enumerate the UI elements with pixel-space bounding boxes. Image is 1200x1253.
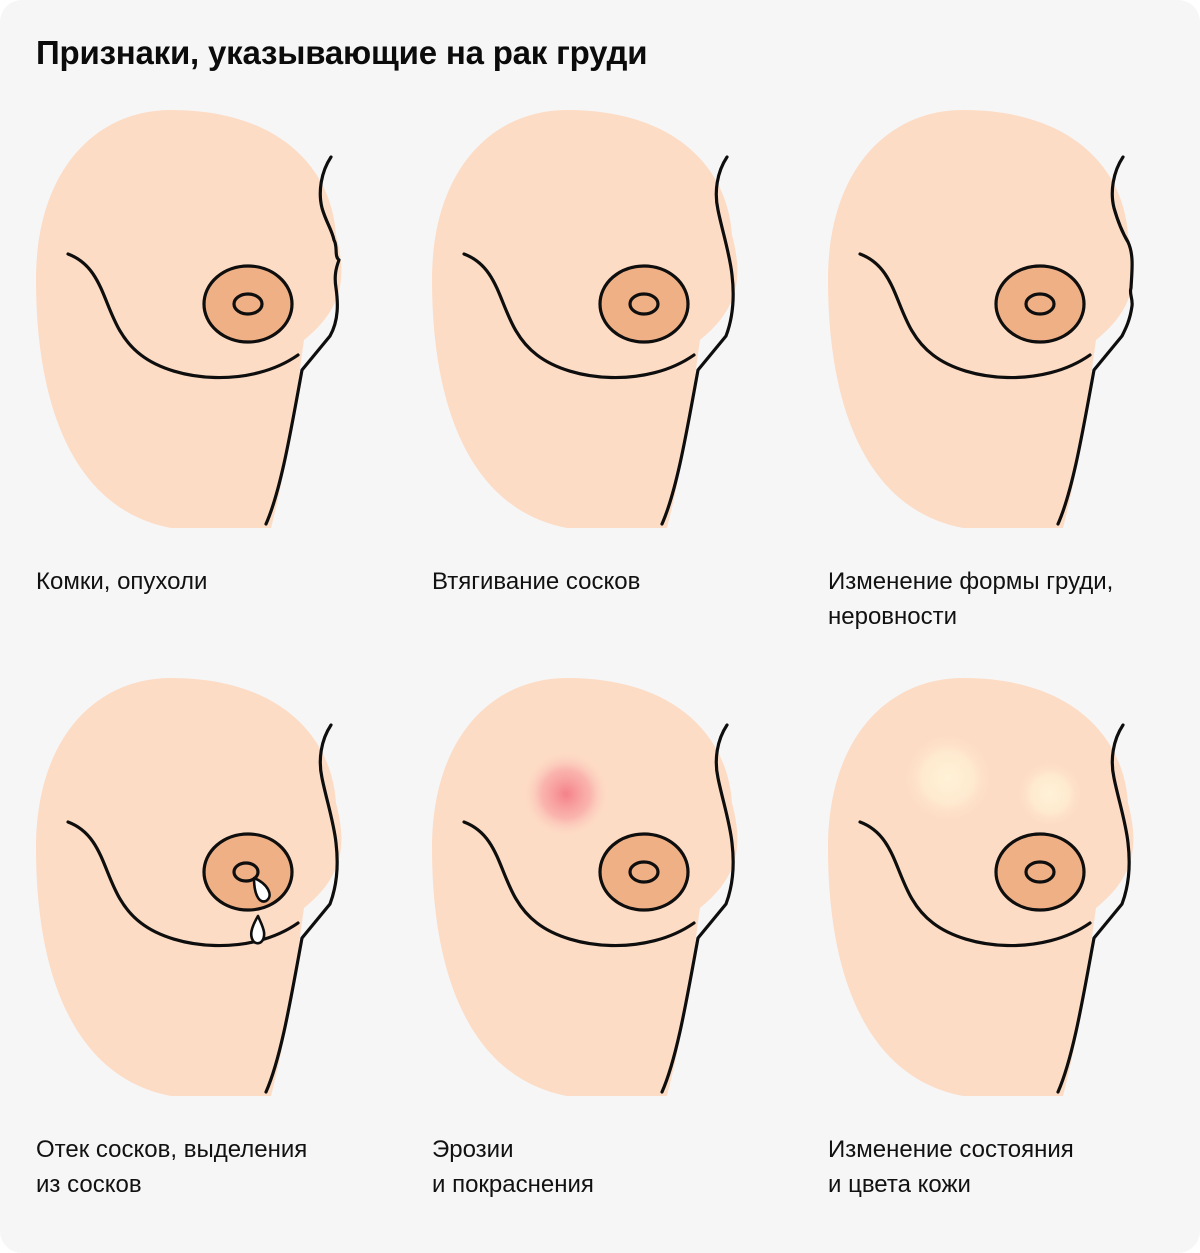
breast-underline bbox=[66, 252, 300, 380]
breast-side-contour bbox=[660, 155, 735, 526]
sign-discharge: Отек сосков, выделения из сосков bbox=[36, 678, 376, 1198]
breast-skin-color-illustration bbox=[828, 678, 1134, 1096]
breast-side-contour bbox=[264, 723, 339, 1094]
nipple bbox=[232, 292, 264, 316]
breast-shape-change-illustration bbox=[828, 110, 1134, 528]
nipple bbox=[628, 860, 660, 884]
nipple bbox=[232, 861, 260, 883]
breast-lumps-illustration bbox=[36, 110, 342, 528]
breast-underline bbox=[858, 820, 1092, 948]
sign-shape-change: Изменение формы груди, неровности bbox=[828, 110, 1168, 630]
breast-underline bbox=[66, 820, 300, 948]
breast-underline bbox=[462, 252, 696, 380]
skin-silhouette bbox=[828, 110, 1134, 528]
pale-patch-large bbox=[902, 732, 994, 824]
sign-retraction: Втягивание сосков bbox=[432, 110, 772, 600]
sign-caption: Втягивание сосков bbox=[432, 568, 641, 595]
breast-redness-illustration bbox=[432, 678, 738, 1096]
page-title: Признаки, указывающие на рак груди bbox=[36, 34, 648, 71]
sign-caption: Комки, опухоли bbox=[36, 568, 208, 595]
nipple bbox=[1024, 860, 1056, 884]
skin-silhouette bbox=[432, 678, 738, 1096]
nipple bbox=[628, 292, 660, 316]
skin-silhouette bbox=[36, 110, 342, 528]
breast-side-contour-uneven bbox=[1056, 155, 1134, 526]
sign-redness: Эрозии и покраснения bbox=[432, 678, 772, 1198]
sign-caption: Отек сосков, выделения из сосков bbox=[36, 1136, 308, 1198]
skin-silhouette bbox=[828, 678, 1134, 1096]
sign-caption: Изменение состояния и цвета кожи bbox=[828, 1136, 1074, 1198]
breast-side-contour bbox=[1056, 723, 1131, 1094]
breast-side-contour bbox=[660, 723, 735, 1094]
breast-underline bbox=[858, 252, 1092, 380]
breast-side-contour-with-lump bbox=[264, 155, 341, 526]
skin-silhouette bbox=[432, 110, 738, 528]
discharge-drop-on-nipple-icon bbox=[252, 876, 271, 903]
sign-lumps: Комки, опухоли bbox=[36, 110, 376, 600]
sign-skin-color: Изменение состояния и цвета кожи bbox=[828, 678, 1168, 1198]
breast-underline bbox=[462, 820, 696, 948]
sign-caption: Изменение формы груди, неровности bbox=[828, 568, 1114, 630]
discharge-drop-falling-icon bbox=[249, 914, 266, 945]
nipple bbox=[1024, 292, 1056, 316]
breast-retraction-illustration bbox=[432, 110, 738, 528]
sign-caption: Эрозии и покраснения bbox=[432, 1136, 594, 1198]
breast-discharge-illustration bbox=[36, 678, 342, 1096]
skin-silhouette bbox=[36, 678, 342, 1096]
pale-patch-small bbox=[1016, 760, 1084, 828]
redness-spot bbox=[522, 750, 610, 838]
